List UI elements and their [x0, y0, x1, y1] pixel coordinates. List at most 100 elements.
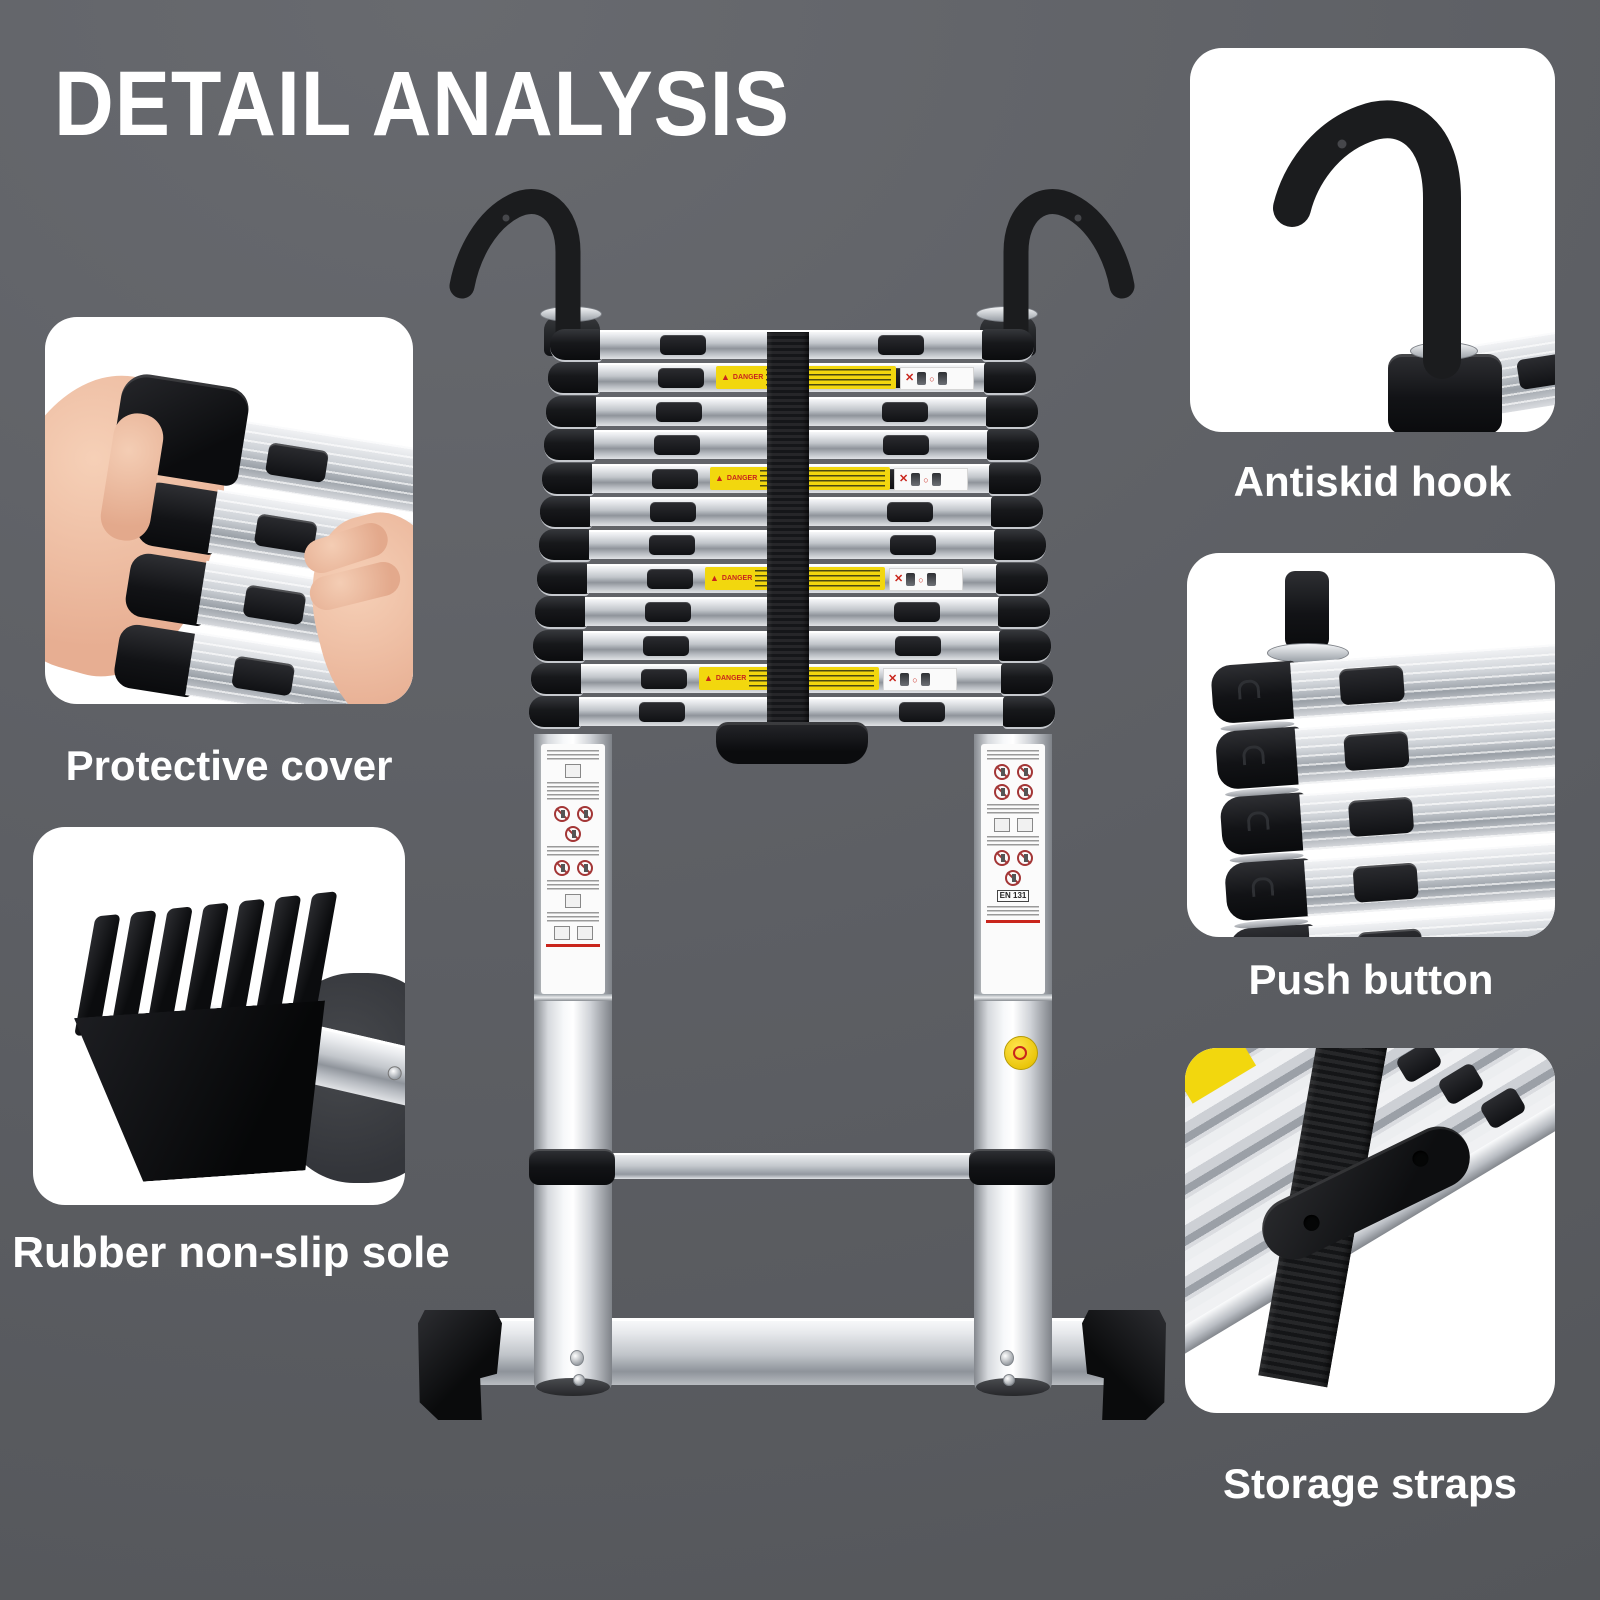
- push-button: [878, 335, 924, 355]
- safety-sticker-right: EN 131: [981, 744, 1045, 994]
- push-button: [883, 435, 929, 455]
- end-collar: [1219, 792, 1310, 856]
- rung-end-cap: [998, 596, 1050, 629]
- rubber-foot: [66, 891, 345, 1193]
- push-button: [890, 535, 936, 555]
- danger-text: DANGER: [726, 475, 758, 482]
- end-collar: [1214, 726, 1305, 791]
- prohibition-icon: [993, 764, 1010, 780]
- end-collar: [1223, 857, 1314, 922]
- icon-bar: [937, 372, 947, 385]
- en131-badge: EN 131: [996, 890, 1030, 902]
- foot-body: [69, 1000, 342, 1186]
- rung-end-cap: [982, 329, 1034, 362]
- sticker-text-lines: [987, 750, 1039, 760]
- label-rubber-sole: Rubber non-slip sole: [12, 1228, 450, 1277]
- leg-bottom-cap: [976, 1378, 1050, 1396]
- correct-icon: ○: [912, 674, 918, 685]
- push-button: [654, 435, 700, 455]
- leg-joint: [974, 994, 1052, 1001]
- push-button: [643, 636, 689, 656]
- push-button: [641, 669, 687, 689]
- label-push-button: Push button: [1248, 956, 1494, 1003]
- hook-shape: [1273, 100, 1461, 379]
- leg-joint: [534, 994, 612, 1001]
- card-antiskid-hook: [1190, 48, 1555, 432]
- wrong-icon: ✕: [905, 372, 915, 384]
- card-storage-straps: [1185, 1048, 1555, 1413]
- sticker-red-line: [546, 944, 600, 947]
- label-antiskid-hook: Antiskid hook: [1233, 458, 1512, 505]
- sticker-text-lines: [547, 912, 599, 922]
- sticker-text-lines: [547, 782, 599, 802]
- safety-sticker-left: [541, 744, 605, 994]
- sticker-icon: [565, 764, 581, 778]
- prohibition-icon: [1005, 870, 1021, 886]
- danger-text: DANGER: [715, 675, 747, 682]
- push-button: [894, 602, 940, 622]
- rung-end-cap: [986, 396, 1038, 429]
- prohibition-icon: [553, 860, 570, 876]
- rung-end-cap: [989, 463, 1041, 496]
- icon-bar: [917, 372, 927, 385]
- sticker-text-lines: [987, 836, 1039, 846]
- warning-triangle-icon: ▲: [704, 673, 713, 683]
- warning-triangle-icon: ▲: [721, 372, 730, 382]
- card-protective-cover: ▲DANGER: [45, 317, 413, 704]
- push-button: [887, 502, 933, 522]
- page-title: DETAIL ANALYSIS: [54, 53, 790, 155]
- push-button: [895, 636, 941, 656]
- sticker-text-lines: [547, 750, 599, 760]
- storage-strap: [767, 332, 809, 732]
- sticker-icon: [1016, 818, 1033, 832]
- label-storage-straps: Storage straps: [1222, 1460, 1518, 1507]
- rung-end-cap: [991, 496, 1043, 529]
- danger-text: DANGER: [721, 575, 753, 582]
- push-button: [650, 502, 696, 522]
- sticker-red-line: [986, 920, 1040, 923]
- push-button: [1347, 796, 1415, 838]
- warning-icons-sticker: ✕○: [883, 668, 957, 691]
- correct-icon: ○: [923, 474, 929, 485]
- label-protective-cover: Protective cover: [65, 742, 393, 789]
- danger-text: DANGER: [732, 374, 764, 381]
- correct-icon: ○: [929, 373, 935, 384]
- rung-end-cap: [537, 563, 589, 596]
- sticker-icon: [576, 926, 593, 940]
- sticker-icon: [993, 818, 1010, 832]
- handle-hole: [1409, 1147, 1432, 1170]
- push-button: [1343, 730, 1410, 772]
- rung-end-cap: [984, 362, 1036, 395]
- rung-end-cap: [539, 529, 591, 562]
- sticker-text-lines: [987, 906, 1039, 916]
- rung-end-cap: [550, 329, 602, 362]
- sticker-text-lines: [547, 880, 599, 890]
- right-hook-icon: [1003, 189, 1135, 348]
- end-collar: [1210, 660, 1300, 725]
- screw: [386, 1064, 404, 1082]
- push-button: [647, 569, 693, 589]
- prohibition-icon: [576, 860, 593, 876]
- warning-icons-sticker: ✕○: [900, 367, 974, 390]
- prohibition-icon: [553, 806, 570, 822]
- prohibition-icon: [1016, 784, 1033, 800]
- left-hook-icon: [449, 189, 581, 348]
- icon-bar: [906, 573, 916, 586]
- prohibition-icon: [576, 806, 593, 822]
- stabilizer-foot-left: [418, 1310, 502, 1420]
- prohibition-icon: [993, 850, 1010, 866]
- rung-end-cap: [529, 696, 581, 729]
- antiskid-hooks: [449, 189, 1135, 348]
- prohibition-icon: [1016, 850, 1033, 866]
- rivet: [573, 1374, 585, 1386]
- rung-end-cap: [540, 496, 592, 529]
- icon-bar: [920, 673, 930, 686]
- lower-rung: [560, 1153, 1030, 1179]
- handle-hole: [1300, 1212, 1323, 1234]
- carry-handle: [716, 722, 868, 764]
- hook-icon: [1273, 100, 1461, 379]
- rung-end-cap: [535, 596, 587, 629]
- rung-end-cap: [548, 362, 600, 395]
- sticker-icon: [565, 894, 581, 908]
